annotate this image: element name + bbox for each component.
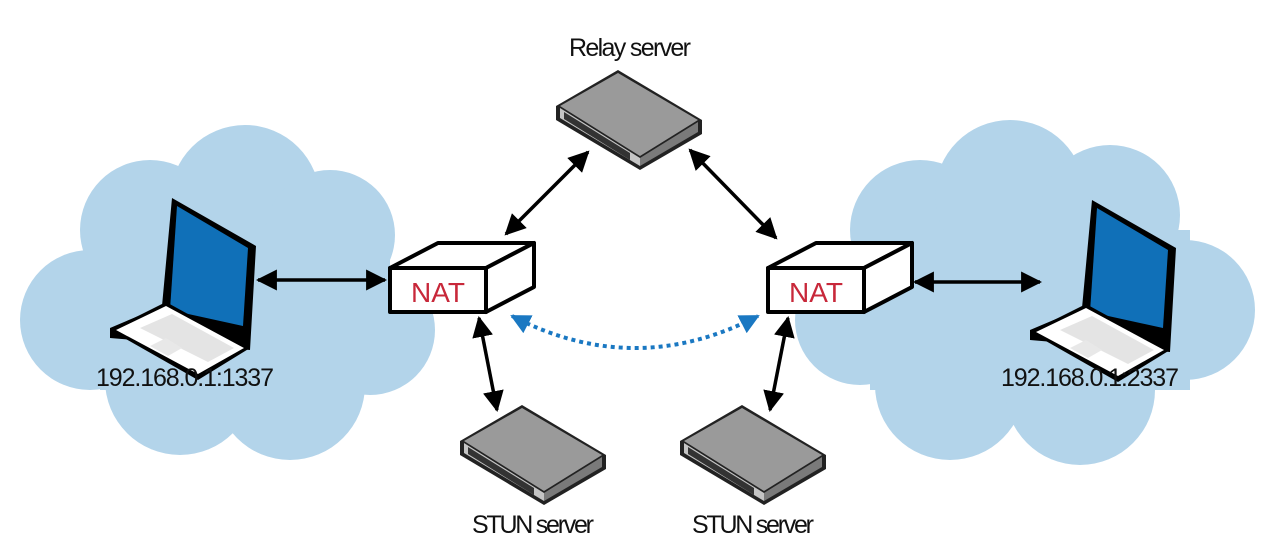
arrow-relay-nat-right <box>688 148 778 240</box>
stun-server-right-label: STUN server <box>692 511 814 539</box>
p2p-dotted-link <box>510 314 760 350</box>
arrow-nat-left-stun <box>472 315 504 413</box>
nat-right-icon <box>766 241 914 314</box>
relay-server-icon <box>556 70 702 170</box>
stun-server-left-icon <box>460 405 606 505</box>
nat-left-label: NAT <box>411 277 465 308</box>
relay-server-label: Relay server <box>569 34 691 62</box>
nat-left-icon <box>388 241 536 314</box>
nat-right-label: NAT <box>789 277 843 308</box>
arrow-relay-nat-left <box>504 150 590 236</box>
stun-server-left-label: STUN server <box>472 511 594 539</box>
right-ip-label: 192.168.0.1:2337 <box>1001 364 1179 392</box>
left-ip-label: 192.168.0.1:1337 <box>96 364 274 392</box>
arrow-nat-right-stun <box>763 315 795 413</box>
stun-server-right-icon <box>680 405 826 505</box>
